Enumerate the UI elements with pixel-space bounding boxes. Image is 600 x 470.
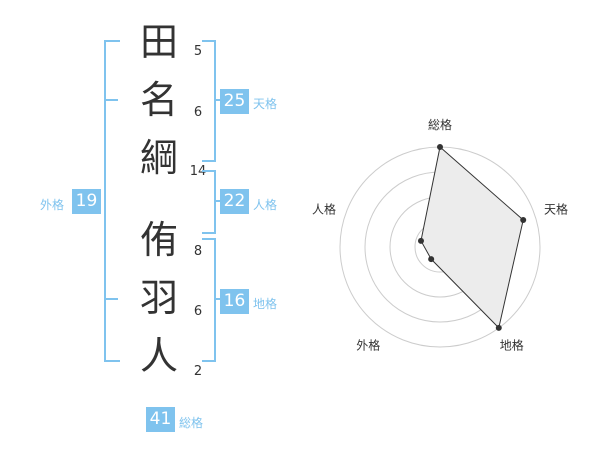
surname-char-3: 綱 <box>139 136 178 180</box>
given-char-1: 侑 <box>139 218 178 262</box>
radar-axis-label-1: 総格 <box>428 117 452 132</box>
gaikaku-bracket <box>104 40 120 362</box>
stroke-count-1: 5 <box>193 44 203 59</box>
jinkaku-label: 人格 <box>253 198 278 212</box>
tenkaku-label: 天格 <box>253 97 278 111</box>
surname-char-2: 名 <box>139 78 178 122</box>
chikaku-label: 地格 <box>253 297 278 311</box>
gaikaku-value-badge: 19 <box>72 189 101 214</box>
stroke-count-4: 8 <box>193 244 203 259</box>
given-char-3: 人 <box>139 334 178 378</box>
given-char-2: 羽 <box>139 276 178 320</box>
stroke-count-3: 14 <box>189 164 207 179</box>
jinkaku-bracket-tick <box>214 200 222 202</box>
radar-axis-label-2: 天格 <box>544 201 568 216</box>
jinkaku-bracket <box>202 170 216 234</box>
stroke-count-5: 6 <box>193 304 203 319</box>
radar-point-3 <box>495 324 502 331</box>
tenkaku-bracket-tick <box>214 99 222 101</box>
gaikaku-bracket-tick <box>104 298 118 300</box>
soukaku-value-badge: 41 <box>146 407 175 432</box>
stroke-count-2: 6 <box>193 105 203 120</box>
radar-point-1 <box>437 144 443 150</box>
soukaku-label: 総格 <box>179 416 204 430</box>
surname-char-1: 田 <box>139 20 178 64</box>
gaikaku-label: 外格 <box>40 198 65 212</box>
radar-point-2 <box>520 216 527 223</box>
tenkaku-bracket <box>202 40 216 162</box>
gaikaku-bracket-tick <box>104 99 118 101</box>
radar-axis-label-3: 地格 <box>500 338 524 353</box>
chikaku-bracket <box>202 238 216 362</box>
chikaku-value-badge: 16 <box>220 289 249 314</box>
jinkaku-value-badge: 22 <box>220 189 249 214</box>
radar-point-4 <box>428 256 435 263</box>
radar-axis-label-5: 人格 <box>312 201 336 216</box>
chikaku-bracket-tick <box>214 298 222 300</box>
tenkaku-value-badge: 25 <box>220 89 249 114</box>
radar-area <box>420 146 524 329</box>
radar-point-5 <box>417 237 424 244</box>
stroke-count-6: 2 <box>193 364 203 379</box>
radar-axis-label-4: 外格 <box>356 338 380 353</box>
